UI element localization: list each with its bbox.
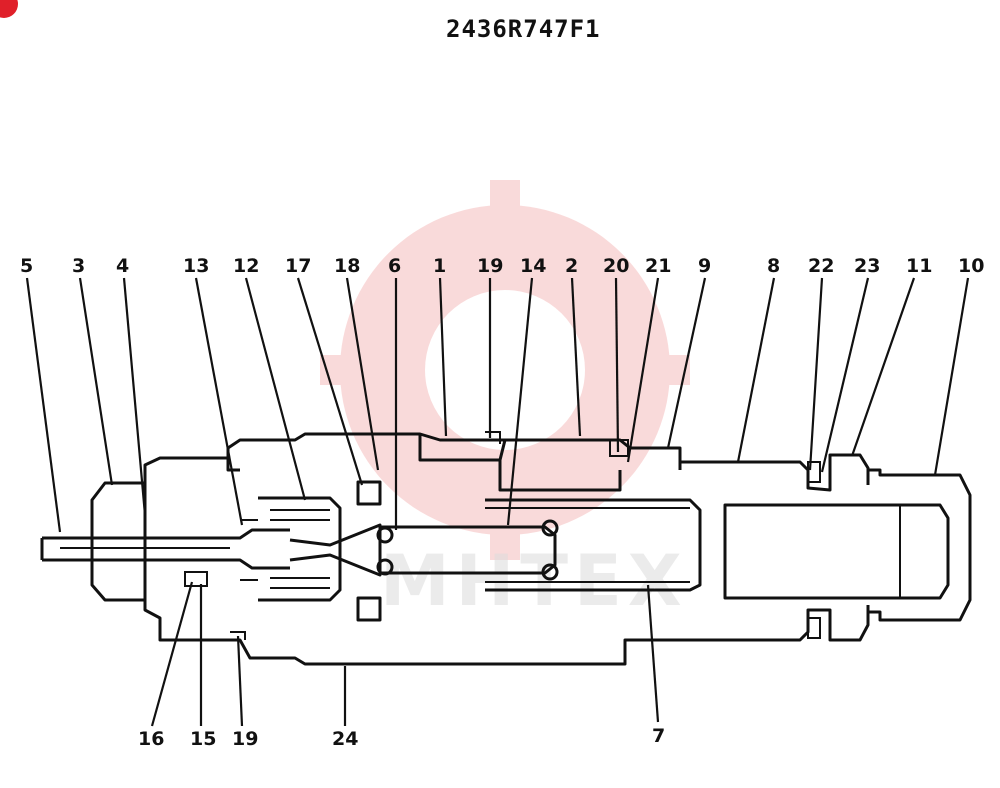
label-12: 12 (233, 255, 259, 277)
valve-body (90, 432, 972, 666)
label-24: 24 (332, 728, 358, 750)
watermark-logo (320, 180, 690, 560)
label-22: 22 (808, 255, 834, 277)
diagram-title: 2436R747F1 (446, 15, 601, 43)
label-21: 21 (645, 255, 671, 277)
label-5: 5 (20, 255, 33, 277)
label-8: 8 (767, 255, 780, 277)
corner-logo-dot (0, 0, 18, 18)
label-17: 17 (285, 255, 311, 277)
label-11: 11 (906, 255, 932, 277)
label-4: 4 (116, 255, 129, 277)
label-19-top: 19 (477, 255, 503, 277)
label-16: 16 (138, 728, 164, 750)
label-23: 23 (854, 255, 880, 277)
label-20: 20 (603, 255, 629, 277)
poppet (289, 519, 559, 581)
top-callouts: 5 3 4 13 12 17 18 6 1 19 14 2 20 21 9 8 (20, 255, 984, 533)
bottom-callouts: 16 15 19 24 7 (138, 581, 665, 750)
stem (40, 528, 290, 570)
spring-assembly (184, 480, 382, 622)
label-18: 18 (334, 255, 360, 277)
label-1: 1 (433, 255, 446, 277)
label-7: 7 (652, 725, 665, 747)
label-13: 13 (183, 255, 209, 277)
label-15: 15 (190, 728, 216, 750)
label-14: 14 (520, 255, 546, 277)
label-3: 3 (72, 255, 85, 277)
label-19-bottom: 19 (232, 728, 258, 750)
label-10: 10 (958, 255, 984, 277)
label-2: 2 (565, 255, 578, 277)
label-9: 9 (698, 255, 711, 277)
label-6: 6 (388, 255, 401, 277)
